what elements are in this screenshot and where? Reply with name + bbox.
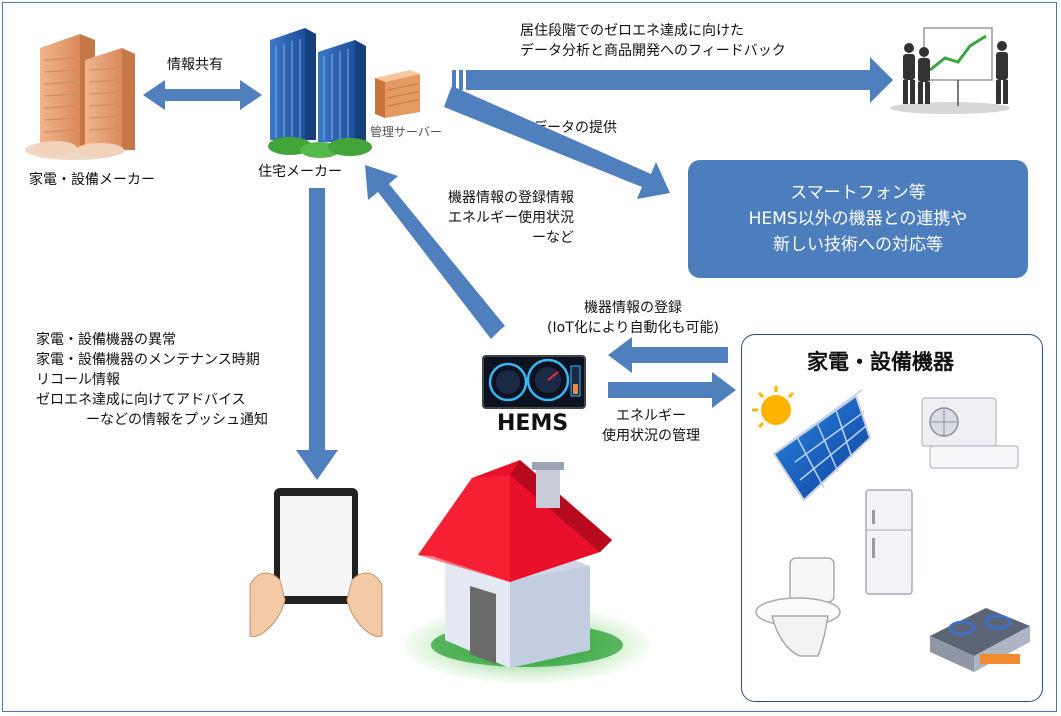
hems-label: HEMS bbox=[497, 411, 569, 436]
device-register-label: 機器情報の登録 (IoT化により自動化も可能) bbox=[547, 300, 719, 336]
data-provide-label: データの提供 bbox=[533, 120, 617, 136]
smartphone-box-line-2: HEMS以外の機器との連携や bbox=[748, 209, 968, 229]
appliance-panel bbox=[741, 334, 1043, 702]
appliance-panel-title: 家電・設備機器 bbox=[807, 350, 954, 374]
house-maker-label: 住宅メーカー bbox=[258, 164, 342, 180]
feedback-label: 居住段階でのゼロエネ達成に向けた データ分析と商品開発へのフィードバック bbox=[520, 23, 786, 59]
smartphone-box-line-3: 新しい技術への対応等 bbox=[773, 235, 943, 255]
energy-manage-label: エネルギー 使用状況の管理 bbox=[602, 408, 700, 444]
push-notify-label: 家電・設備機器の異常 家電・設備機器のメンテナンス時期 リコール情報 ゼロエネ達… bbox=[36, 332, 268, 428]
smartphone-box: スマートフォン等 HEMS以外の機器との連携や 新しい技術への対応等 bbox=[688, 160, 1028, 278]
server-label: 管理サーバー bbox=[370, 125, 442, 139]
smartphone-box-line-1: スマートフォン等 bbox=[790, 183, 926, 203]
appliance-maker-label: 家電・設備メーカー bbox=[29, 172, 155, 188]
registration-info-label: 機器情報の登録情報 エネルギー使用状況 ーなど bbox=[448, 190, 574, 246]
info-share-label: 情報共有 bbox=[167, 57, 223, 73]
